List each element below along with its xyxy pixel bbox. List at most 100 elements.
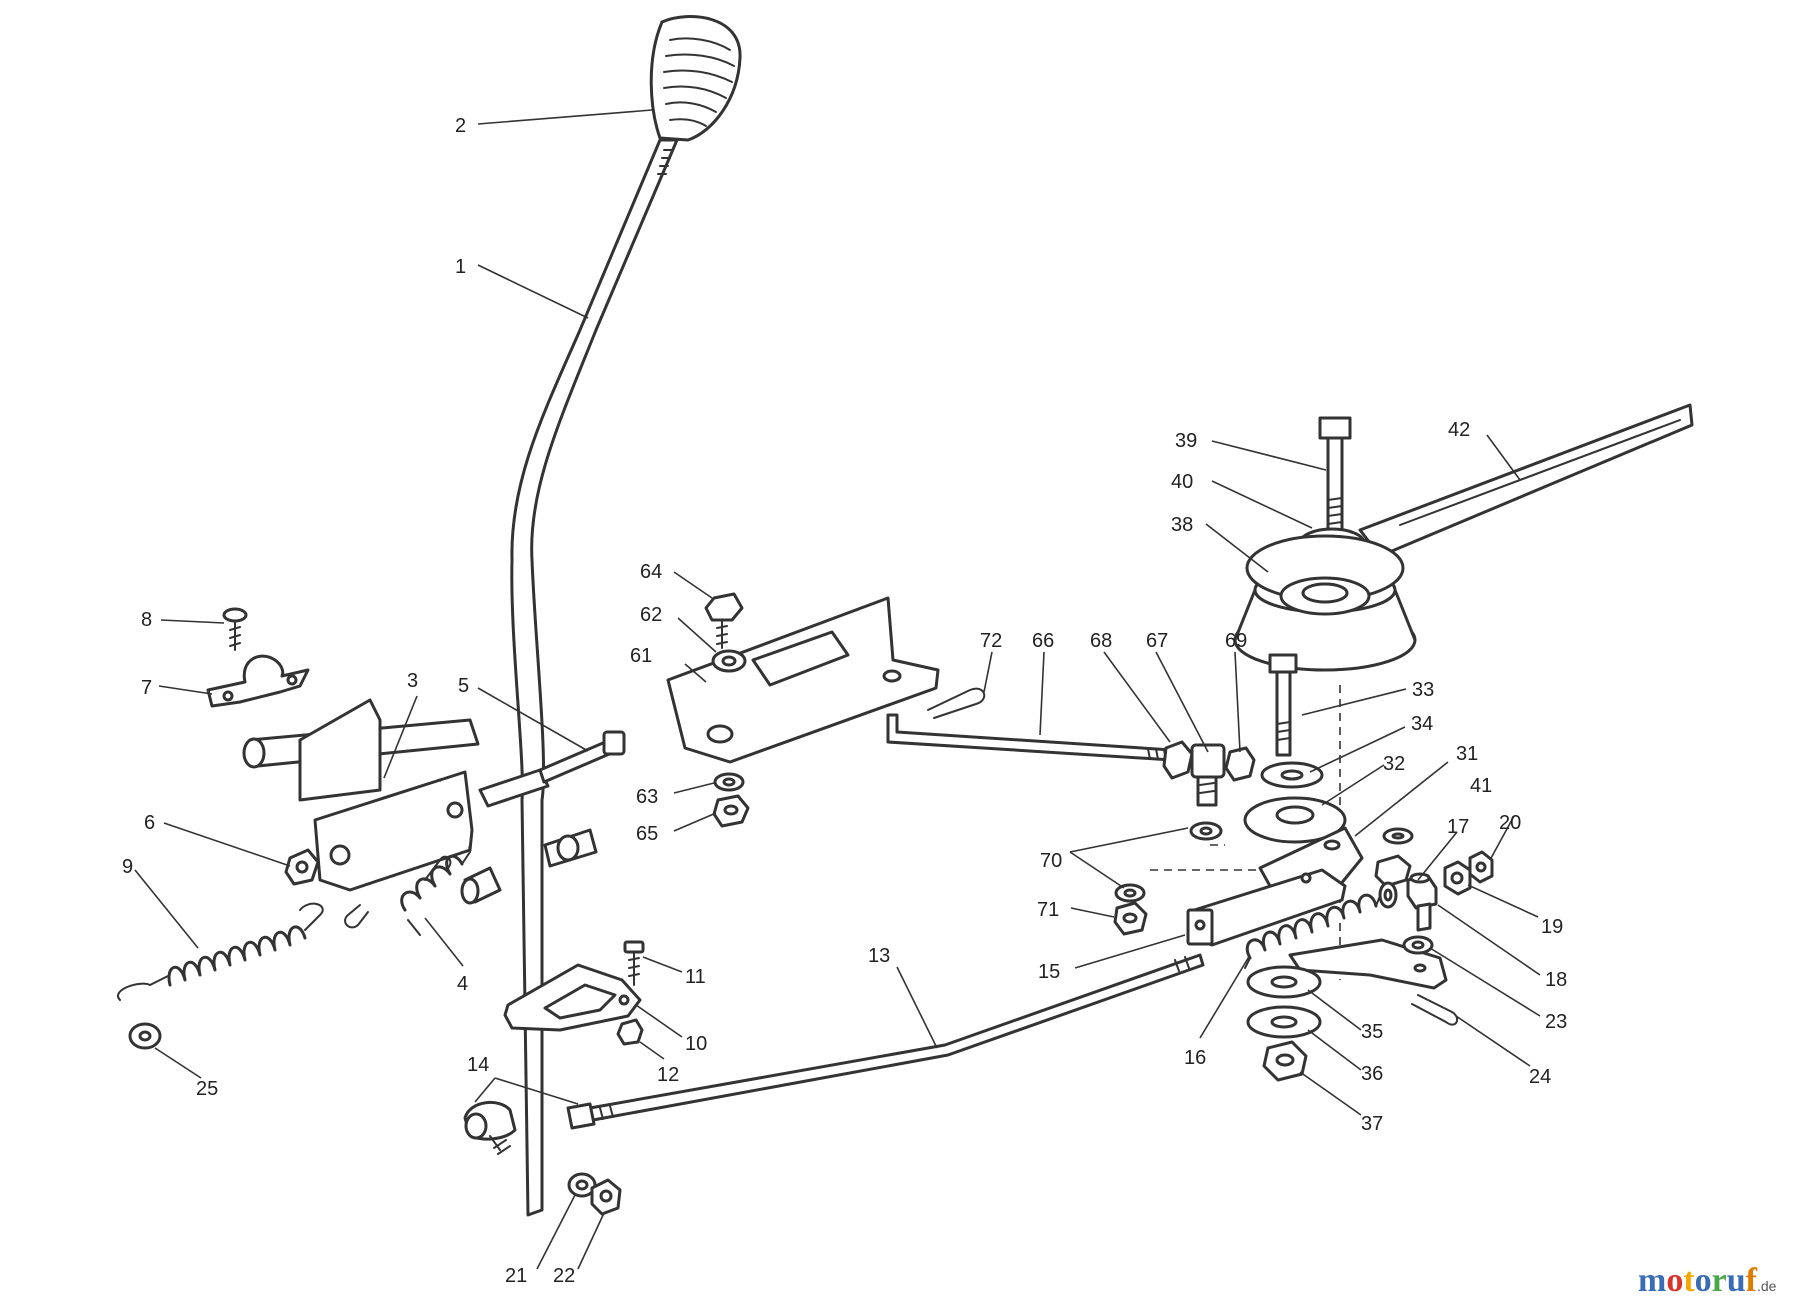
bolt-11 [623, 940, 645, 986]
washer-25 [128, 1022, 162, 1050]
washer-34 [1260, 761, 1324, 789]
callout-32: 32 [1383, 753, 1405, 775]
callout-15: 15 [1038, 961, 1060, 983]
clamp-7 [206, 654, 310, 708]
brand-letter-m: m [1638, 1262, 1666, 1299]
callout-labels: 2 1 3 5 6 8 7 9 4 10 11 12 25 13 14 15 1… [122, 115, 1567, 1287]
washer-35 [1246, 965, 1322, 999]
brand-letter-o: o [1666, 1262, 1683, 1299]
ball-joint-14 [463, 1100, 517, 1155]
callout-22: 22 [553, 1265, 575, 1287]
callout-71: 71 [1037, 899, 1059, 921]
callout-6: 6 [144, 812, 155, 834]
callout-18: 18 [1545, 969, 1567, 991]
washer-23 [1402, 935, 1434, 955]
washer-63 [713, 772, 745, 792]
callout-11: 11 [685, 966, 706, 988]
callout-9: 9 [122, 856, 133, 878]
cotter-pin-72 [927, 687, 986, 719]
callout-38: 38 [1171, 514, 1193, 536]
belt-42 [1358, 403, 1694, 558]
callout-66: 66 [1032, 630, 1054, 652]
washer-36 [1246, 1005, 1322, 1039]
pivot-bracket-assembly [242, 698, 598, 892]
callout-2: 2 [455, 115, 466, 137]
nut-69 [1224, 746, 1256, 782]
callout-20: 20 [1499, 812, 1521, 834]
control-rod-13 [566, 953, 1205, 1130]
spring-4 [344, 851, 471, 936]
callout-24: 24 [1529, 1066, 1551, 1088]
screw-8 [222, 607, 248, 651]
nut-22 [590, 1178, 622, 1216]
callout-16: 16 [1184, 1047, 1206, 1069]
bolt-33 [1268, 653, 1298, 757]
swivel-block-67 [1190, 743, 1226, 807]
callout-4: 4 [457, 973, 468, 995]
callout-68: 68 [1090, 630, 1112, 652]
nut-6 [284, 848, 320, 886]
pulley-38 [1233, 534, 1417, 672]
callout-3: 3 [407, 670, 418, 692]
spacer-32 [1243, 796, 1347, 844]
washer-62 [711, 649, 747, 673]
callout-25: 25 [196, 1078, 218, 1100]
bolt-39 [1318, 416, 1352, 537]
gear-lever [510, 138, 679, 1217]
callout-40: 40 [1171, 471, 1193, 493]
callout-64: 64 [640, 561, 662, 583]
callout-19: 19 [1541, 916, 1563, 938]
callout-67: 67 [1146, 630, 1168, 652]
callout-7: 7 [141, 677, 152, 699]
nut-41 [1374, 854, 1412, 888]
nut-68 [1162, 740, 1194, 780]
callout-5: 5 [458, 675, 469, 697]
callout-8: 8 [141, 609, 152, 631]
pin-17 [1406, 872, 1438, 932]
guide-plate-10 [503, 963, 642, 1032]
callout-62: 62 [640, 604, 662, 626]
washer-41 [1382, 827, 1414, 845]
callout-63: 63 [636, 786, 658, 808]
callout-12: 12 [657, 1064, 679, 1086]
nut-19 [1443, 860, 1472, 896]
callout-36: 36 [1361, 1063, 1383, 1085]
callout-34: 34 [1411, 713, 1433, 735]
spring-16 [1244, 893, 1381, 969]
callout-14: 14 [467, 1054, 489, 1076]
nut-65 [712, 794, 750, 828]
callout-41: 41 [1470, 775, 1492, 797]
nut-20 [1468, 850, 1494, 884]
nut-71 [1113, 901, 1148, 936]
idler-arm-15 [1186, 868, 1347, 947]
callout-65: 65 [636, 823, 658, 845]
callout-21: 21 [505, 1265, 527, 1287]
callout-37: 37 [1361, 1113, 1383, 1135]
brand-letter-o2: o [1695, 1262, 1712, 1299]
washer-18 [1378, 881, 1398, 909]
brand-letter-u: u [1727, 1262, 1746, 1299]
callout-10: 10 [685, 1033, 707, 1055]
callout-69: 69 [1225, 630, 1247, 652]
spring-9 [117, 902, 324, 1001]
callout-17: 17 [1447, 816, 1469, 838]
nut-12 [616, 1018, 644, 1046]
brand-letter-f: f [1746, 1262, 1758, 1299]
callout-72: 72 [980, 630, 1002, 652]
callout-39: 39 [1175, 430, 1197, 452]
callout-42: 42 [1448, 419, 1470, 441]
washer-70 [1114, 821, 1223, 903]
cotter-pin-24 [1411, 994, 1459, 1026]
rod-66 [886, 713, 1174, 762]
brand-letter-r: r [1712, 1262, 1727, 1299]
callout-33: 33 [1412, 679, 1434, 701]
callout-23: 23 [1545, 1011, 1567, 1033]
callout-35: 35 [1361, 1021, 1383, 1043]
callout-13: 13 [868, 945, 890, 967]
callout-61: 61 [630, 645, 652, 667]
lever-knob [649, 15, 742, 142]
leader-lines [134, 109, 1541, 1270]
brand-letter-t: t [1683, 1262, 1695, 1299]
